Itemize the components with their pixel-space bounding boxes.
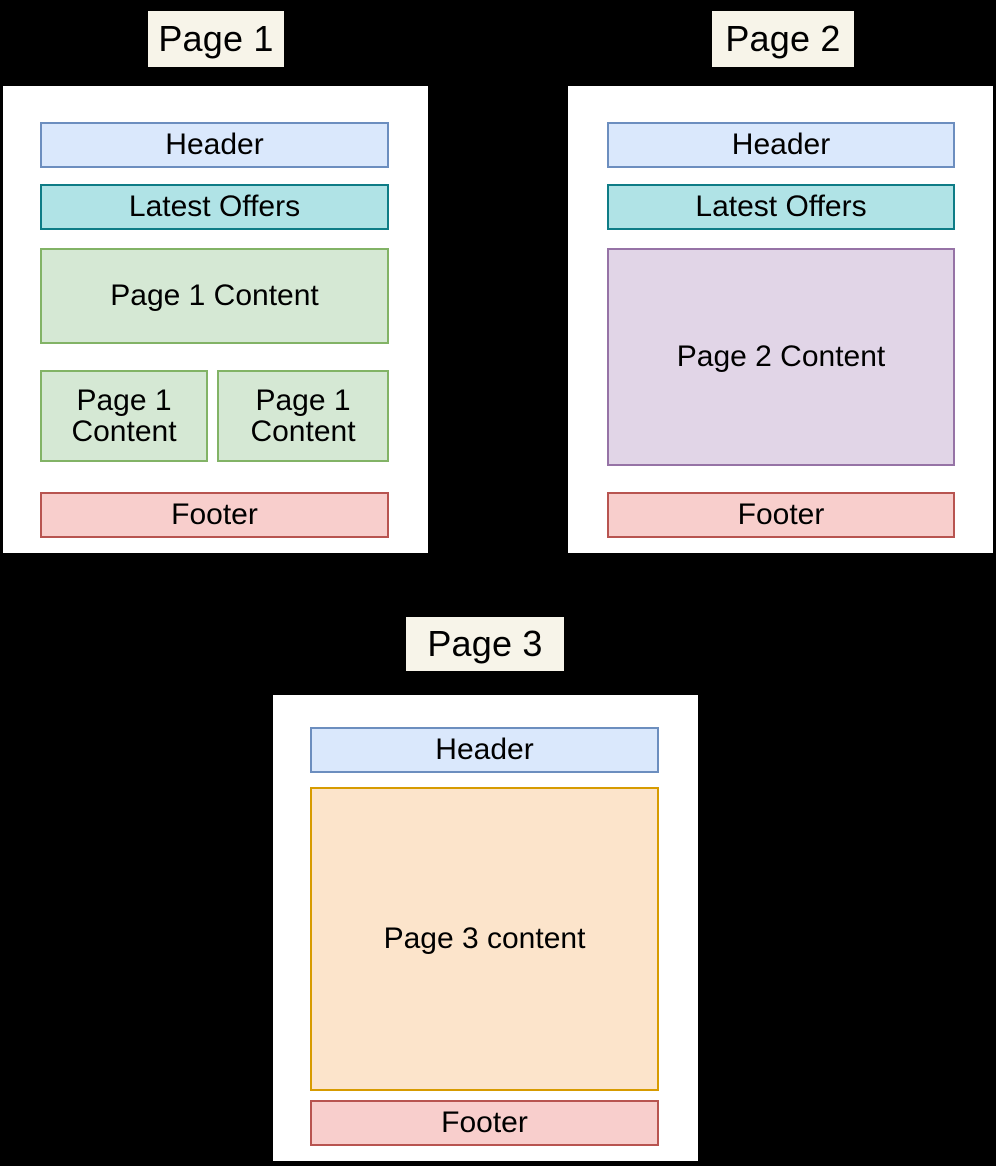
page-1-content-left-box[interactable]: Page 1 Content — [40, 370, 208, 462]
page-1-label-text: Page 1 — [158, 18, 274, 59]
page-1-content-main-box[interactable]: Page 1 Content — [40, 248, 389, 344]
page-3-content-main-label: Page 3 content — [383, 922, 586, 956]
page-2-latest-offers-label: Latest Offers — [695, 190, 867, 224]
page-1-content-main-label: Page 1 Content — [110, 279, 319, 313]
page-1-header-label: Header — [165, 128, 264, 162]
page-1-latest-offers-box[interactable]: Latest Offers — [40, 184, 389, 230]
page-1-content-right-box[interactable]: Page 1 Content — [217, 370, 389, 462]
page-2-content-main-label: Page 2 Content — [676, 340, 886, 374]
page-3-header-box[interactable]: Header — [310, 727, 659, 773]
page-3-header-label: Header — [435, 733, 534, 767]
page-3-label: Page 3 — [406, 617, 564, 671]
page-3-footer-box[interactable]: Footer — [310, 1100, 659, 1146]
page-2-label: Page 2 — [712, 11, 854, 67]
page-2-latest-offers-box[interactable]: Latest Offers — [607, 184, 955, 230]
page-3-content-main-box[interactable]: Page 3 content — [310, 787, 659, 1091]
page-1-label: Page 1 — [148, 11, 284, 67]
page-1-footer-label: Footer — [171, 498, 258, 532]
page-3-label-text: Page 3 — [427, 623, 543, 664]
page-1-panel: Header Latest Offers Page 1 Content Page… — [3, 86, 428, 553]
page-1-content-right-label: Page 1 Content — [250, 383, 356, 448]
page-1-header-box[interactable]: Header — [40, 122, 389, 168]
page-3-footer-label: Footer — [441, 1106, 528, 1140]
page-2-header-box[interactable]: Header — [607, 122, 955, 168]
page-1-content-left-label: Page 1 Content — [71, 383, 177, 448]
page-2-footer-box[interactable]: Footer — [607, 492, 955, 538]
page-2-footer-label: Footer — [737, 498, 825, 532]
page-2-panel: Header Latest Offers Page 2 Content Foot… — [568, 86, 993, 553]
page-2-header-label: Header — [731, 128, 831, 162]
page-1-footer-box[interactable]: Footer — [40, 492, 389, 538]
page-2-content-main-box[interactable]: Page 2 Content — [607, 248, 955, 466]
page-3-panel: Header Page 3 content Footer — [273, 695, 698, 1161]
page-1-latest-offers-label: Latest Offers — [128, 190, 301, 224]
page-2-label-text: Page 2 — [725, 18, 841, 59]
